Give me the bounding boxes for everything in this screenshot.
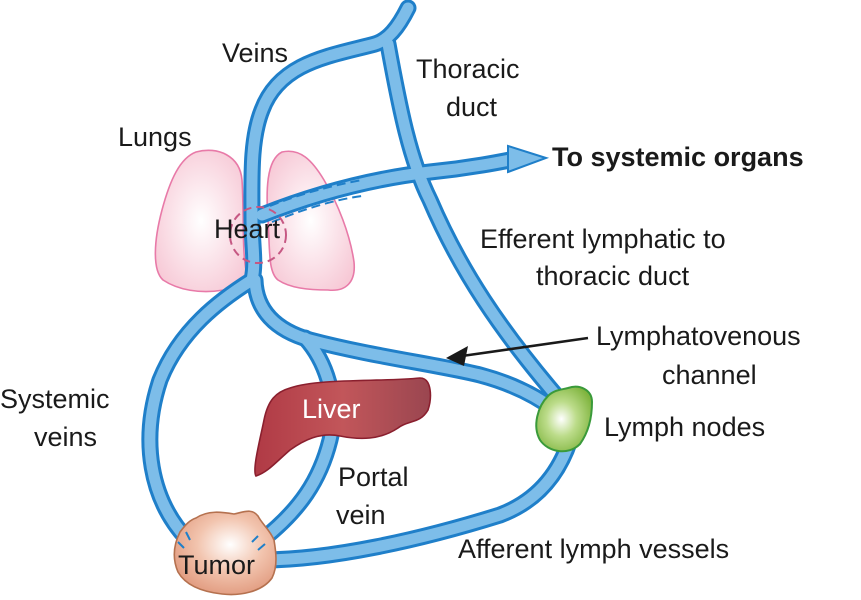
label-lymphatovenous-2: channel [662, 360, 757, 390]
thoracic-duct-vessel [382, 38, 566, 406]
afferent-lymph-vessel [256, 434, 576, 566]
label-thoracic-duct-2: duct [446, 92, 498, 122]
arrow-right-icon [507, 144, 550, 174]
right-lung [266, 150, 355, 291]
label-veins: Veins [222, 38, 288, 68]
label-portal-vein-1: Portal [338, 462, 409, 492]
dashed-vessel-behind-lung [269, 179, 363, 223]
label-lymphatovenous-1: Lymphatovenous [596, 321, 801, 351]
label-to-systemic-organs: To systemic organs [552, 142, 804, 172]
lungs [154, 149, 355, 293]
label-systemic-veins-2: veins [34, 422, 97, 452]
lymphatovenous-channel-vessel [249, 274, 561, 416]
label-efferent-1: Efferent lymphatic to [480, 224, 726, 254]
veins-vessel [246, 2, 414, 286]
label-liver: Liver [302, 394, 361, 424]
systemic-artery-vessel [256, 152, 526, 221]
heart-outline [229, 206, 287, 264]
tumor [173, 510, 277, 596]
liver [254, 377, 432, 477]
label-lymph-nodes: Lymph nodes [604, 412, 765, 442]
label-heart: Heart [214, 214, 281, 244]
label-thoracic-duct-1: Thoracic [416, 54, 520, 84]
label-tumor: Tumor [178, 550, 255, 580]
tumor-vessel-marks [177, 531, 266, 551]
arrow-left-icon [446, 346, 468, 366]
label-systemic-veins-1: Systemic [0, 384, 110, 414]
label-portal-vein-2: vein [336, 500, 386, 530]
systemic-veins-vessel [144, 274, 258, 546]
label-lungs: Lungs [118, 122, 192, 152]
portal-vein-vessel [256, 332, 339, 546]
lymphatovenous-pointer [446, 336, 589, 366]
label-efferent-2: thoracic duct [536, 261, 690, 291]
label-afferent-lymph-vessels: Afferent lymph vessels [458, 534, 729, 564]
lymph-node [535, 385, 594, 453]
vessels [144, 2, 576, 566]
